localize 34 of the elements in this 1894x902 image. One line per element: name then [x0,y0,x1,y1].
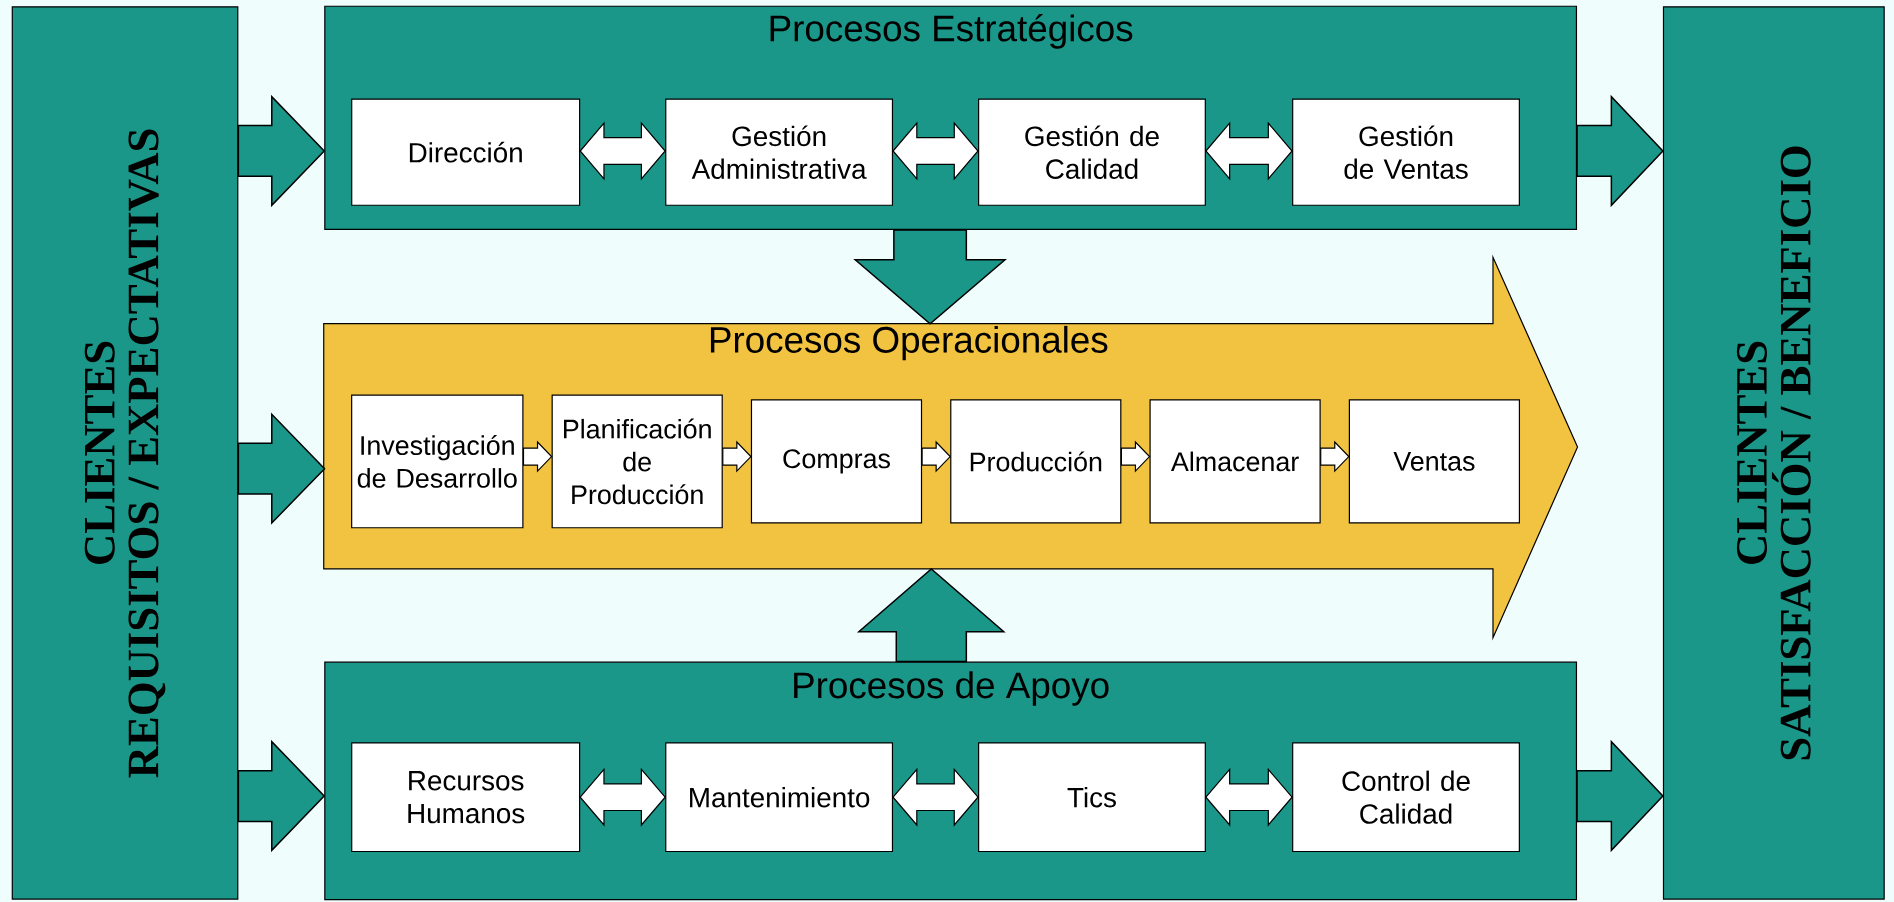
process-box: Recursos Humanos [351,742,581,852]
process-box: Almacenar [1149,399,1321,524]
double-arrow [579,121,666,181]
block-arrow [1120,440,1151,473]
process-box: Dirección [351,98,581,206]
block-arrow [722,440,752,473]
process-box: Producción [950,399,1122,524]
block-arrow [522,440,553,473]
process-box: Ventas [1348,399,1520,524]
process-box: Planificación de Producción [551,394,723,529]
block-arrow [1320,440,1350,473]
block-arrow [1576,739,1664,853]
double-arrow [892,121,979,181]
process-box: Control de Calidad [1292,742,1520,852]
side-band: CLIENTES REQUISITOS / EXPECTATIVAS [11,6,239,900]
block-arrow [237,412,326,525]
double-arrow [892,767,979,827]
block-arrow [921,440,951,473]
block-arrow [853,229,1008,325]
process-box: Gestión de Calidad [978,98,1206,206]
double-arrow [579,767,666,827]
block-arrow [237,94,326,208]
block-arrow [856,567,1006,663]
process-box: Investigación de Desarrollo [351,394,524,529]
process-box: Gestión de Ventas [1292,98,1520,206]
process-box: Mantenimiento [665,742,894,852]
block-arrow [237,739,326,853]
block-arrow [1576,94,1664,208]
double-arrow [1205,121,1293,181]
side-band: CLIENTES SATISFACCIÓN / BENEFICIO [1662,6,1885,900]
double-arrow [1205,767,1293,827]
process-box: Gestión Administrativa [665,98,894,206]
process-box: Tics [978,742,1206,852]
process-box: Compras [750,399,923,524]
